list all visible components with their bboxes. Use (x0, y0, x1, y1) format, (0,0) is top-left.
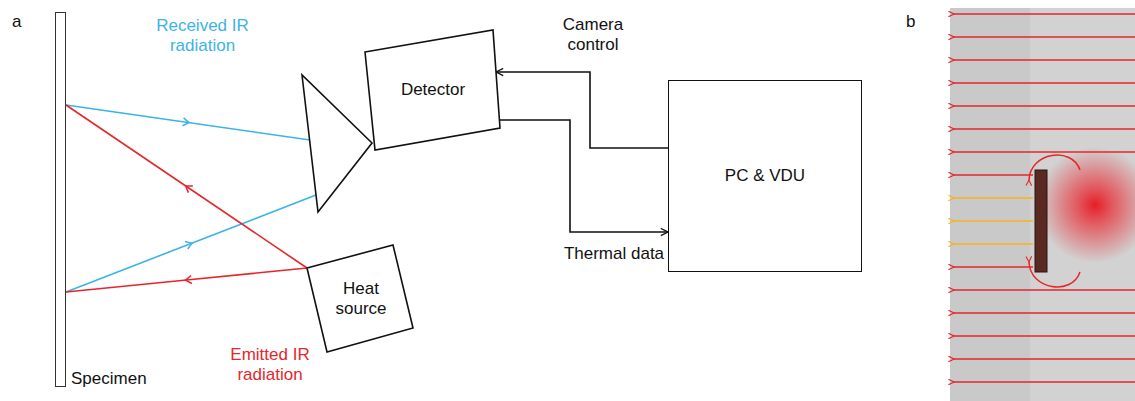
radiation-ray (66, 195, 316, 292)
signal-wire (499, 120, 668, 232)
heat-flow-arrow (954, 289, 1135, 291)
panel-letter: b (906, 12, 915, 32)
lens-outline (302, 75, 372, 212)
heat-source-box: Heat source (305, 243, 417, 355)
heat-flow-arrow (954, 243, 1033, 245)
computer-box: PC & VDU (668, 80, 862, 272)
detector-box: Detector (298, 22, 504, 218)
text-holder: Heat source (319, 257, 403, 341)
heat-flow-arrow (954, 13, 1135, 15)
radiation-ray (66, 105, 307, 268)
heat-flow-arrow (954, 312, 1135, 314)
heat-flow-arrow (954, 335, 1135, 337)
text-holder: Detector (374, 44, 492, 136)
defect-bar (1035, 170, 1047, 272)
node-label: Heat source (321, 279, 401, 320)
edge-label: Thermal data (562, 244, 666, 264)
heat-flow-arrow (954, 59, 1135, 61)
radiation-ray (66, 268, 307, 292)
heat-flow-arrow (954, 197, 1033, 199)
heat-flow-arrow (954, 358, 1135, 360)
edge-label: Camera control (543, 15, 643, 56)
edge-label: Emitted IR radiation (222, 345, 318, 386)
edge-label: Received IR radiation (140, 16, 265, 57)
heat-source-outline (307, 245, 413, 352)
signal-wire (496, 72, 668, 148)
heat-flow-arrow (954, 128, 1135, 130)
radiation-ray (66, 105, 310, 140)
heat-flow-arrow (954, 105, 1135, 107)
node-label: PC & VDU (725, 166, 805, 186)
node-label: Detector (401, 80, 465, 100)
heat-flow-arrow (954, 36, 1135, 38)
heat-flow-arrow (954, 82, 1135, 84)
detector-outline (365, 30, 500, 150)
panel-letter: a (12, 12, 21, 32)
specimen-bar: Specimen (55, 12, 66, 387)
heat-spot (1037, 147, 1135, 263)
text-holder: Specimen (71, 369, 147, 389)
node-label: Specimen (71, 369, 147, 389)
heat-flow-arrow (954, 381, 1135, 383)
heat-flow-arrow (954, 266, 1033, 268)
heat-flow-arrow (954, 174, 1033, 176)
detector-outline (298, 22, 504, 218)
text-holder: PC & VDU (717, 166, 813, 186)
heat-flow-arrow (954, 220, 1033, 222)
